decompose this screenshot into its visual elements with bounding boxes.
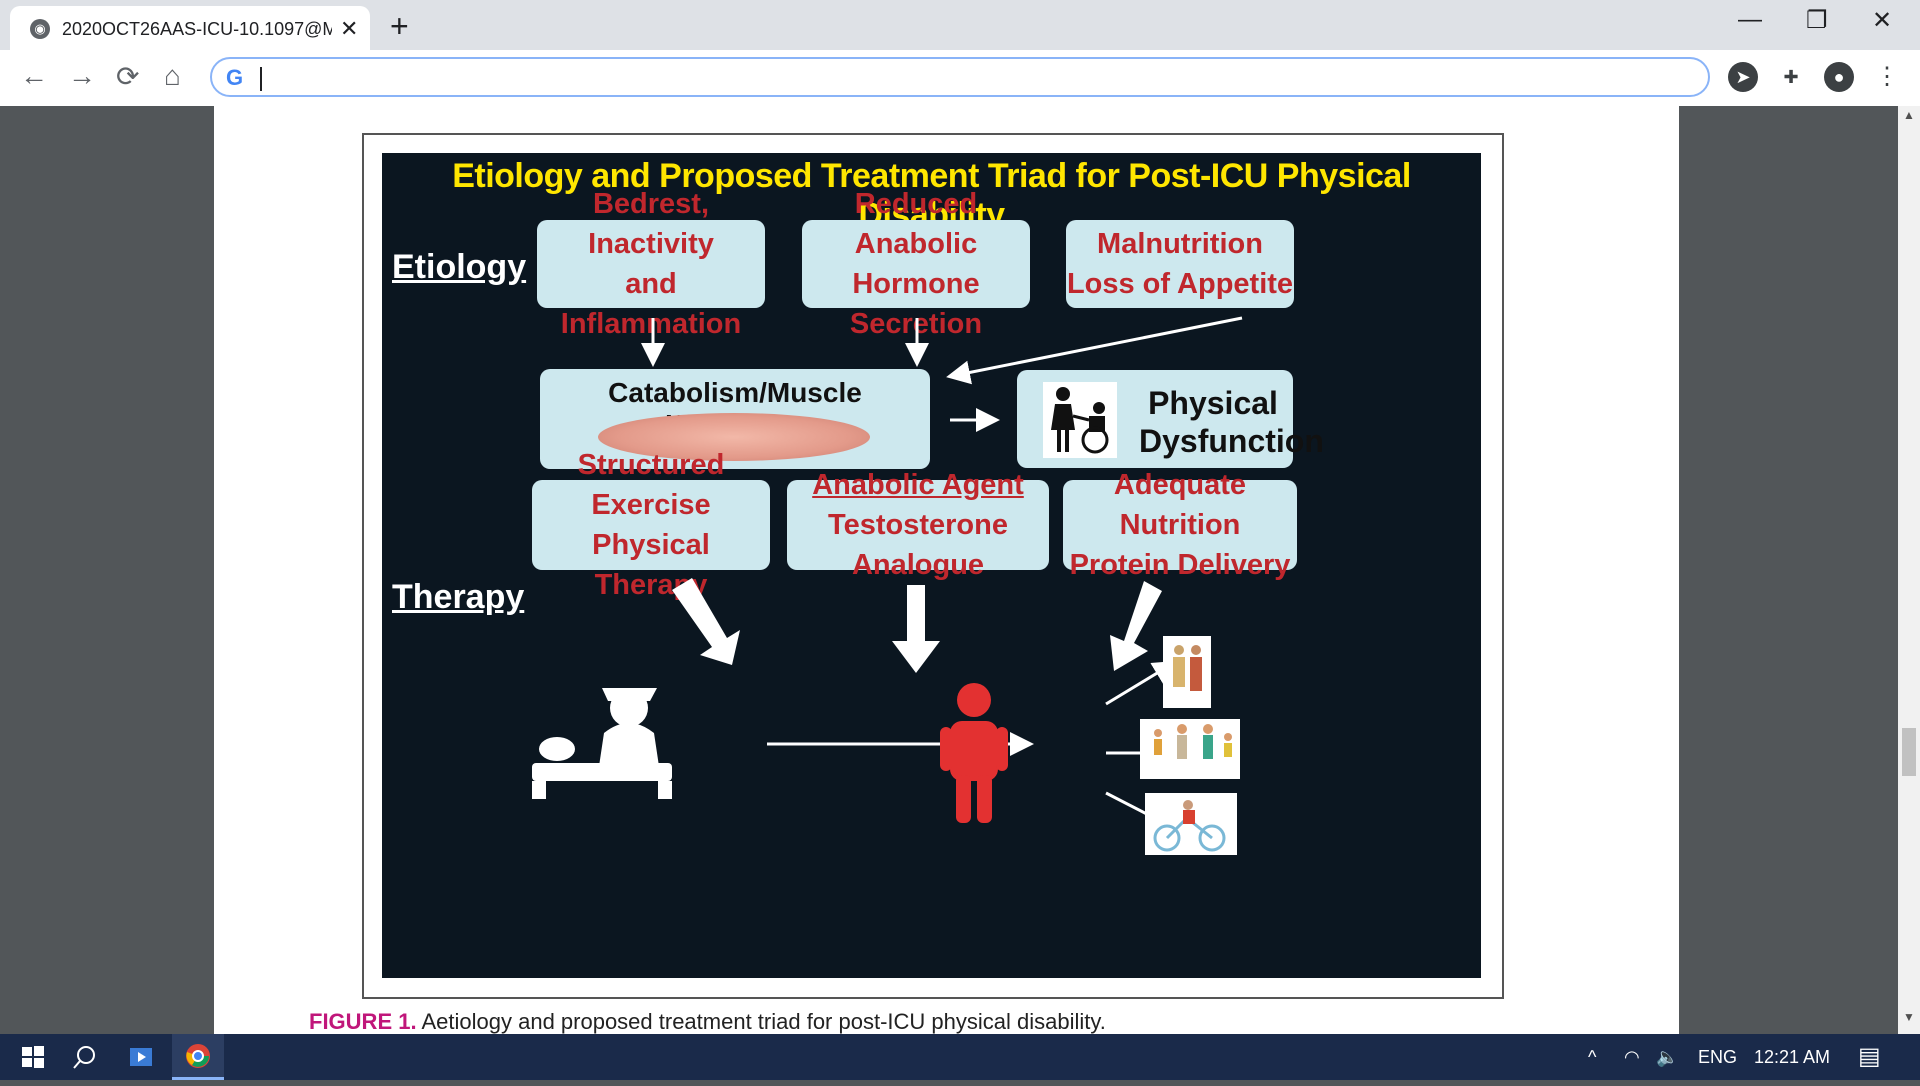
windows-taskbar: ^ ◠ 🔈 ENG 12:21 AM ▤ bbox=[0, 1034, 1920, 1080]
therapy-box-line1: Anabolic Agent bbox=[812, 469, 1024, 501]
pdf-viewport: Etiology and Proposed Treatment Triad fo… bbox=[0, 106, 1920, 1034]
extensions-puzzle-icon[interactable]: ✚ bbox=[1783, 67, 1799, 87]
tab-strip: ◉ 2020OCT26AAS-ICU-10.1097@M ✕ + — ❐ ✕ bbox=[0, 0, 1920, 50]
search-icon[interactable] bbox=[62, 1034, 108, 1080]
wheelchair-caregiver-icon bbox=[1043, 382, 1117, 458]
network-wifi-icon[interactable]: ◠ bbox=[1624, 1047, 1640, 1067]
therapy-box-anabolic: Anabolic Agent Testosterone Analogue bbox=[787, 469, 1049, 581]
menu-kebab-icon[interactable]: ⋮ bbox=[1875, 63, 1899, 90]
minimize-button[interactable]: — bbox=[1738, 6, 1762, 33]
language-indicator[interactable]: ENG bbox=[1698, 1047, 1738, 1067]
therapy-box-line2: Testosterone Analogue bbox=[828, 509, 1008, 581]
etiology-box-line1: Bedrest, Inactivity bbox=[588, 188, 714, 260]
windows-start-icon[interactable] bbox=[10, 1034, 56, 1080]
text-caret bbox=[260, 67, 262, 91]
globe-icon: ◉ bbox=[30, 19, 50, 39]
new-tab-button[interactable]: + bbox=[390, 8, 409, 44]
therapy-label: Therapy bbox=[392, 578, 525, 616]
notification-center-icon[interactable]: ▤ bbox=[1858, 1043, 1881, 1070]
figure-frame: Etiology and Proposed Treatment Triad fo… bbox=[362, 133, 1504, 999]
caption-text: Aetiology and proposed treatment triad f… bbox=[416, 1009, 1106, 1034]
chrome-taskbar-icon[interactable] bbox=[172, 1034, 224, 1080]
etiology-box-line2: Loss of Appetite bbox=[1066, 268, 1294, 300]
thick-arrow-right bbox=[1110, 581, 1162, 671]
pdf-page: Etiology and Proposed Treatment Triad fo… bbox=[214, 106, 1679, 1034]
google-icon: G bbox=[226, 65, 244, 90]
cursor-extension-icon[interactable]: ➤ bbox=[1728, 62, 1758, 92]
thick-down-arrows bbox=[672, 578, 1162, 673]
reload-button[interactable]: ⟳ bbox=[116, 61, 140, 92]
figure-diagram: Etiology and Proposed Treatment Triad fo… bbox=[382, 153, 1481, 978]
scroll-thumb[interactable] bbox=[1902, 728, 1916, 776]
home-button[interactable]: ⌂ bbox=[164, 60, 181, 91]
back-button[interactable]: ← bbox=[20, 60, 48, 91]
red-person-icon bbox=[940, 683, 1008, 823]
etiology-box-hormone: Reduced Anabolic Hormone Secretion bbox=[802, 188, 1030, 340]
tab-title: 2020OCT26AAS-ICU-10.1097@M bbox=[62, 19, 332, 39]
forward-button[interactable]: → bbox=[68, 60, 96, 91]
catabolism-box: Catabolism/Muscle Weakness bbox=[540, 369, 930, 469]
restore-button[interactable]: ❐ bbox=[1806, 7, 1828, 34]
address-bar[interactable]: G bbox=[210, 57, 1710, 97]
therapy-box-line2: Protein Delivery bbox=[1069, 549, 1291, 581]
figure-caption: FIGURE 1. Aetiology and proposed treatme… bbox=[309, 1009, 1106, 1034]
thick-arrow-left bbox=[672, 578, 740, 665]
vertical-scrollbar[interactable]: ▲ ▼ bbox=[1898, 106, 1920, 1034]
etiology-box-malnutrition: Malnutrition Loss of Appetite bbox=[1066, 220, 1294, 308]
etiology-box-line2: and Inflammation bbox=[560, 268, 742, 340]
etiology-label: Etiology bbox=[392, 248, 527, 286]
outcome-images bbox=[1140, 636, 1240, 855]
thick-arrow-center bbox=[892, 585, 940, 673]
diagram-arrows bbox=[532, 316, 1243, 855]
physical-line1: Physical bbox=[1148, 385, 1278, 421]
media-player-icon[interactable] bbox=[118, 1034, 164, 1080]
show-hidden-icons-chevron-icon[interactable]: ^ bbox=[1588, 1047, 1597, 1067]
elderly-couple-image bbox=[1163, 636, 1211, 708]
therapy-box-exercise: Structured Exercise Physical Therapy bbox=[532, 449, 770, 601]
profile-avatar-icon[interactable]: ● bbox=[1824, 62, 1854, 92]
caption-label: FIGURE 1. bbox=[309, 1009, 417, 1034]
therapy-box-nutrition: Adequate Nutrition Protein Delivery bbox=[1063, 469, 1297, 581]
clock[interactable]: 12:21 AM bbox=[1754, 1047, 1831, 1067]
scroll-up-arrow-icon[interactable]: ▲ bbox=[1903, 108, 1915, 122]
arrow-malnutrition-diag bbox=[946, 316, 1243, 385]
etiology-box-bedrest: Bedrest, Inactivity and Inflammation bbox=[537, 188, 765, 340]
tab-close-button[interactable]: ✕ bbox=[340, 16, 359, 41]
scroll-down-arrow-icon[interactable]: ▼ bbox=[1903, 1010, 1915, 1024]
window-close-button[interactable]: ✕ bbox=[1872, 7, 1893, 34]
physical-dysfunction-box: Physical Dysfunction bbox=[1017, 370, 1324, 468]
nurse-bed-icon bbox=[532, 688, 672, 799]
etiology-box-line1: Reduced Anabolic bbox=[854, 188, 978, 260]
arrow-outcome-1 bbox=[1105, 660, 1178, 706]
muscle-illustration bbox=[598, 413, 870, 461]
active-tab[interactable]: ◉ 2020OCT26AAS-ICU-10.1097@M ✕ bbox=[10, 6, 370, 50]
therapy-box-line1: Adequate Nutrition bbox=[1113, 469, 1247, 541]
volume-icon[interactable]: 🔈 bbox=[1656, 1047, 1679, 1067]
etiology-box-line1: Malnutrition bbox=[1097, 228, 1263, 260]
therapy-box-line1: Structured Exercise bbox=[577, 449, 725, 521]
